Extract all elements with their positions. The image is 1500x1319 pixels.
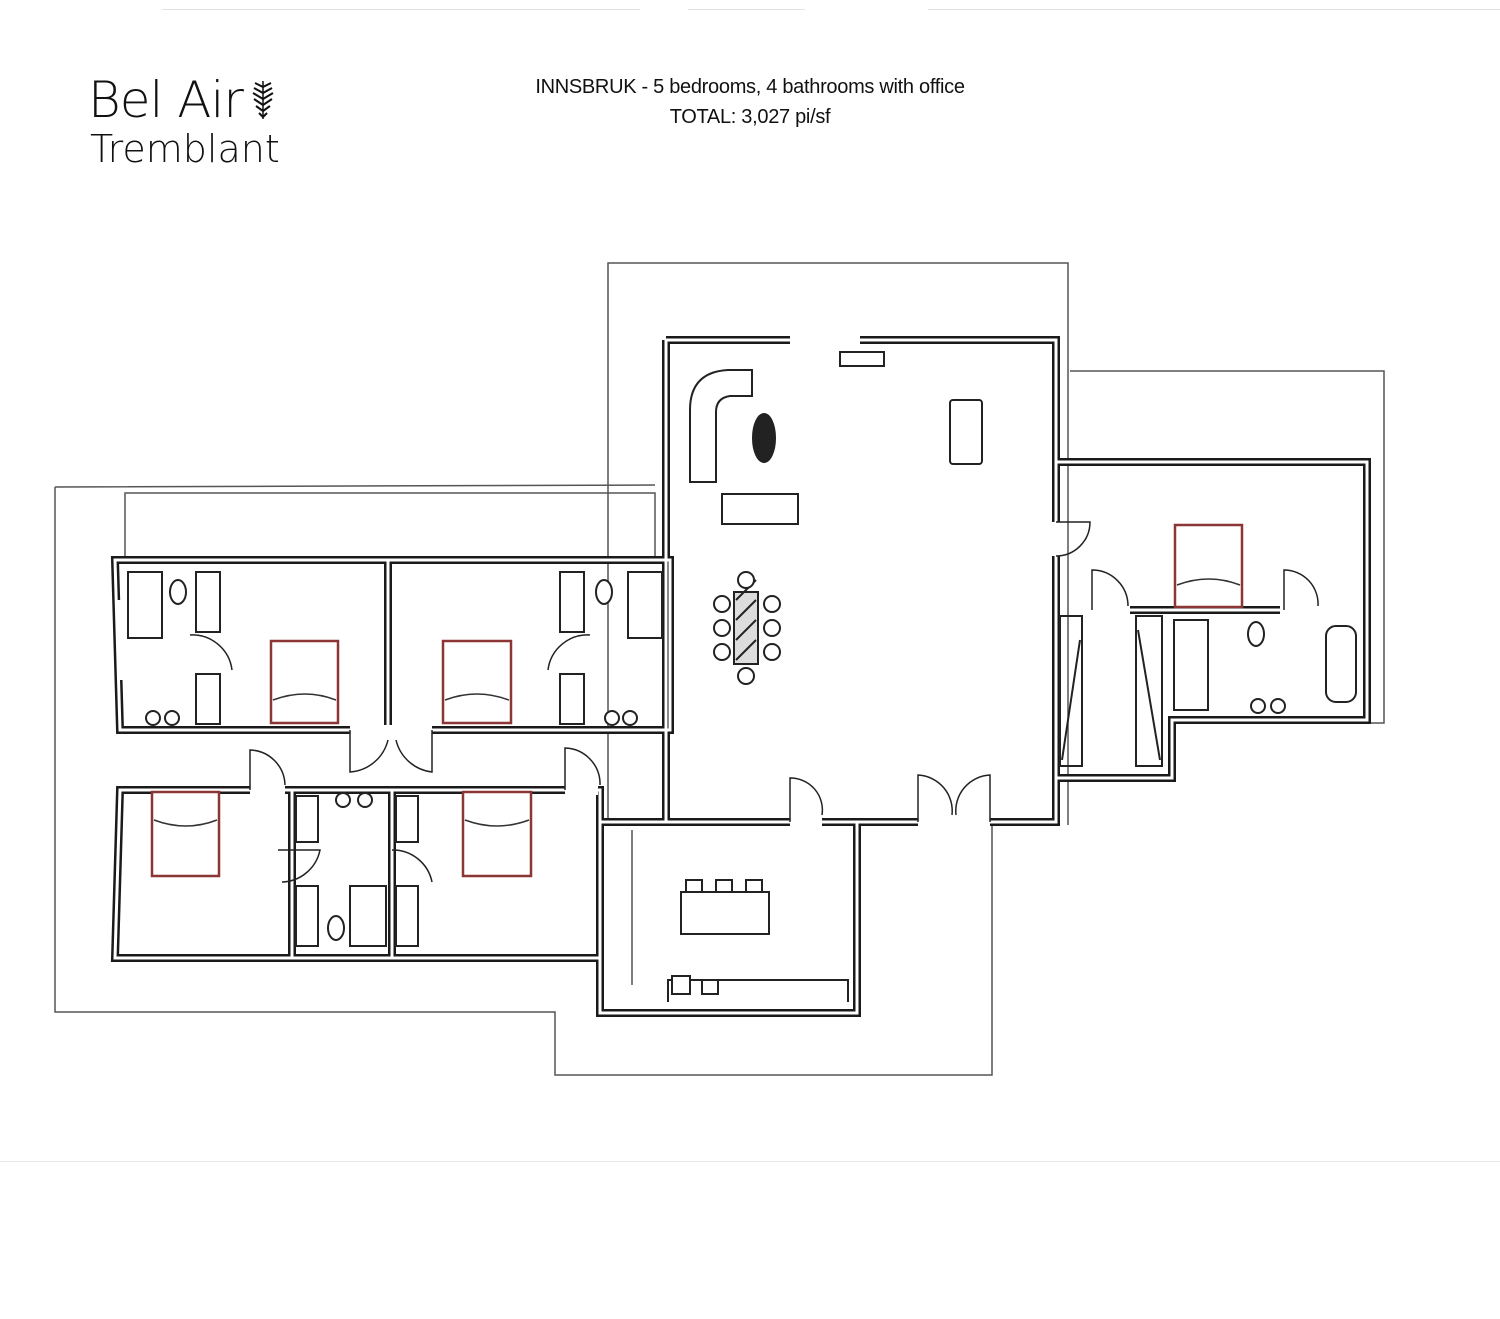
bed bbox=[269, 639, 340, 725]
door-swings bbox=[189, 521, 1319, 883]
closets bbox=[1059, 615, 1163, 767]
walls bbox=[110, 335, 1371, 1017]
leaf-icon bbox=[252, 81, 274, 119]
brand-logo: Bel Air Tremblant bbox=[88, 72, 280, 170]
kitchen-island bbox=[680, 891, 770, 935]
bed bbox=[150, 790, 221, 878]
plan-title: INNSBRUK - 5 bedrooms, 4 bathrooms with … bbox=[535, 76, 965, 98]
bed bbox=[461, 790, 533, 878]
sink bbox=[701, 979, 719, 995]
bed bbox=[441, 639, 513, 725]
terrace-outlines bbox=[54, 262, 1385, 1076]
bed-sheets bbox=[153, 578, 1241, 827]
plan-header: INNSBRUK - 5 bedrooms, 4 bathrooms with … bbox=[450, 72, 1050, 132]
top-rule bbox=[928, 9, 1500, 10]
coffee-table bbox=[752, 413, 776, 463]
stove bbox=[671, 975, 691, 995]
brand-subtitle: Tremblant bbox=[90, 127, 280, 171]
fireplace bbox=[839, 351, 885, 367]
top-rule bbox=[688, 9, 805, 10]
plan-total-area: TOTAL: 3,027 pi/sf bbox=[669, 106, 831, 128]
kitchen-furniture bbox=[667, 879, 849, 1002]
armchair bbox=[949, 399, 983, 465]
sectional-sofa bbox=[689, 369, 753, 483]
bathroom-fixtures bbox=[127, 571, 1357, 947]
living-furniture bbox=[689, 351, 983, 685]
bed bbox=[1173, 523, 1244, 609]
top-rule bbox=[162, 9, 640, 10]
brand-name: Bel Air bbox=[88, 71, 244, 129]
dining-table bbox=[733, 591, 759, 665]
beds bbox=[150, 523, 1244, 878]
sideboard bbox=[721, 493, 799, 525]
bottom-rule bbox=[0, 1161, 1500, 1162]
